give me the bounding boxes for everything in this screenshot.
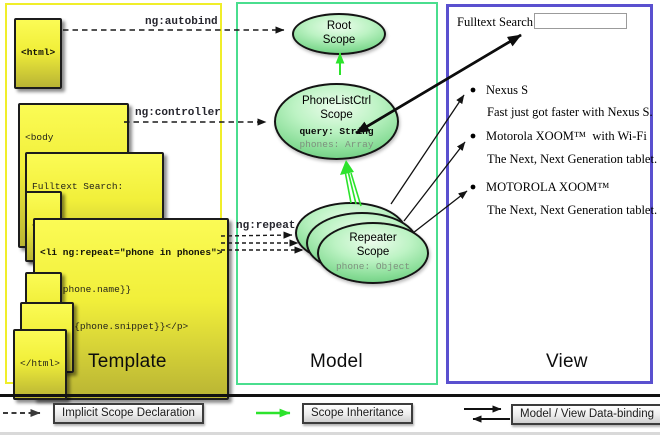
- scope-title-line: Scope: [356, 245, 390, 258]
- view-item-title: MOTOROLA XOOM™: [486, 180, 610, 194]
- view-item-title: Motorola XOOM™ with Wi-Fi: [486, 129, 647, 143]
- view-search-label: Fulltext Search:: [457, 15, 537, 29]
- model-column-label: Model: [310, 351, 363, 372]
- legend-scope-inheritance: Scope Inheritance: [302, 403, 413, 424]
- scope-title-line: Scope: [322, 33, 356, 46]
- scope-title-line: Root: [326, 20, 352, 32]
- code-line: Fulltext Search:: [32, 180, 124, 192]
- scope-prop-phones: phones: Array: [299, 138, 374, 150]
- view-item-desc: Fast just got faster with Nexus S.: [487, 105, 653, 119]
- template-column-label: Template: [88, 351, 167, 372]
- view-column-label: View: [546, 351, 588, 372]
- legend-implicit-scope-declaration: Implicit Scope Declaration: [53, 403, 204, 424]
- scope-title-line: Scope: [320, 108, 353, 121]
- scope-title-line: PhoneListCtrl: [301, 95, 372, 107]
- annotation-ng-controller: ng:controller: [135, 107, 221, 119]
- fulltext-search-input[interactable]: [534, 13, 627, 29]
- view-item-desc: The Next, Next Generation tablet.: [487, 203, 658, 217]
- annotation-ng-repeat: ng:repeat: [236, 220, 296, 232]
- annotation-ng-autobind: ng:autobind: [145, 16, 218, 28]
- code-line: <html>: [21, 46, 56, 58]
- code-line: <p>{{phone.snippet}}</p>: [40, 320, 189, 332]
- code-line: <body: [25, 131, 54, 143]
- view-item-title: Nexus S: [486, 83, 529, 97]
- code-box-html-close: </html>: [13, 329, 67, 400]
- repeater-scope-ellipse-front: Repeater Scope phone: Object: [317, 222, 429, 284]
- legend-model-view-data-binding: Model / View Data-binding: [511, 404, 660, 425]
- legend-double-arrow: [464, 405, 510, 423]
- code-line: {{phone.name}}: [40, 283, 132, 295]
- view-item-desc: The Next, Next Generation tablet.: [487, 152, 658, 166]
- code-line: </html>: [20, 357, 60, 369]
- scope-prop-phone: phone: Object: [335, 261, 411, 273]
- phonelistctrl-scope-ellipse: PhoneListCtrl Scope query: String phones…: [274, 83, 399, 160]
- bottom-edge-strip: [0, 432, 660, 435]
- model-column: [236, 2, 438, 385]
- scope-prop-query: query: String: [299, 126, 374, 138]
- root-scope-ellipse: Root Scope: [292, 13, 386, 55]
- code-line: <li ng:repeat="phone in phones">: [40, 246, 223, 258]
- code-box-html-open: <html>: [14, 18, 63, 89]
- scope-title-line: Repeater: [349, 232, 397, 244]
